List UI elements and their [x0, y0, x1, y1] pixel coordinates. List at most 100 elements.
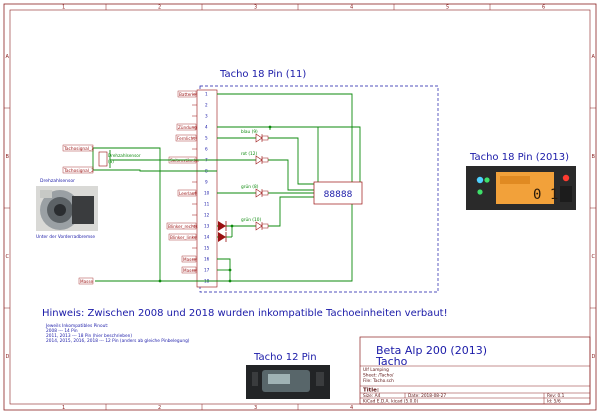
net-label-blinker-links: Blinker_links — [170, 235, 196, 240]
pin-number: 6 — [205, 147, 208, 152]
title-block-id: Id: 5/6 — [547, 399, 561, 405]
led-gruen-2: grün (10) — [241, 217, 269, 231]
photo-sensor-caption: Drehzahlsensor — [40, 178, 75, 184]
pin-number: 17 — [204, 268, 210, 273]
junction-dots — [158, 125, 272, 283]
net-label-box — [181, 266, 197, 274]
net-label-box — [78, 277, 94, 285]
pin-number: 1 — [205, 92, 208, 97]
frame-number: 5 — [446, 5, 449, 11]
pin-number: 4 — [205, 125, 208, 130]
resistor-symbol — [261, 135, 269, 141]
net-label-tachosignal-2: Tachosignal_2 — [63, 168, 94, 174]
led-gruen-1: grün (8) — [241, 184, 269, 198]
frame-number: 1 — [62, 5, 65, 11]
pin-number: 3 — [205, 114, 208, 119]
net-label-box — [177, 90, 197, 98]
title-block-sub-title: Tacho — [375, 355, 408, 368]
sensor-label: Drehzahlsensor — [108, 153, 141, 158]
net-label-masse: Masse — [183, 257, 197, 262]
display-text: 88888 — [324, 190, 353, 200]
led-gruen-label: grün (10) — [241, 217, 261, 223]
net-label-box — [177, 189, 197, 197]
sensor-ref: (S) — [108, 159, 114, 164]
resistor-symbol — [261, 223, 269, 229]
net-label-masse-left: Masse — [80, 279, 94, 284]
diode-symbol — [218, 221, 226, 231]
diode-symbol — [255, 188, 263, 198]
frame-top-numbers: 1 2 3 4 5 6 — [62, 5, 545, 11]
frame-letter: C — [592, 254, 596, 260]
diode-symbol — [255, 221, 263, 231]
pin-number: 2 — [205, 103, 208, 108]
photo-tacho-2013: 0 1 — [466, 166, 576, 210]
wires — [92, 93, 361, 282]
pinout-note-line: Jeweils Inkompatibles Pinout: — [45, 323, 109, 329]
frame-number: 3 — [254, 405, 257, 411]
lcd-text: 0 1 — [533, 187, 558, 203]
title-block-fields: Ulf Lamping Sheet: /Tacho/ File: Tacho.s… — [363, 367, 565, 405]
frame-outer — [3, 3, 597, 411]
frame-bottom-numbers: 1 2 3 4 — [62, 405, 353, 411]
net-label-masse: Masse — [183, 268, 197, 273]
title-block-company: Ulf Lamping — [363, 367, 389, 373]
sensor-net-labels: Tachosignal_1 Tachosignal_2 — [62, 144, 94, 174]
frame-number: 4 — [350, 405, 353, 411]
net-label-box — [62, 144, 94, 152]
hinweis-note: Hinweis: Zwischen 2008 und 2018 wurden i… — [42, 308, 448, 319]
net-label-box — [62, 166, 94, 174]
title-block-title-label: Title: — [363, 388, 379, 394]
pin-number: 12 — [204, 213, 210, 218]
net-label-blinker-rechts: Blinker_rechts — [168, 224, 198, 229]
tacho18-title: Tacho 18 Pin (11) — [219, 69, 306, 80]
title-block-size: Size: A4 — [363, 393, 381, 399]
frame-letter: D — [592, 354, 596, 360]
frame-letter: A — [592, 54, 596, 60]
frame-number: 2 — [158, 5, 161, 11]
frame-number: 6 — [542, 5, 545, 11]
pinout-notes: Jeweils Inkompatibles Pinout: 2008 --- 1… — [45, 323, 190, 344]
pin-number: 11 — [204, 202, 210, 207]
diode-symbol — [218, 232, 226, 242]
pin-number: 15 — [204, 246, 210, 251]
indicator-red — [562, 174, 570, 182]
tacho2013-title: Tacho 18 Pin (2013) — [469, 152, 569, 163]
pin-number: 16 — [204, 257, 210, 262]
frame-letter: A — [6, 54, 10, 60]
net-label-box — [175, 134, 197, 142]
diode-symbol — [255, 155, 263, 165]
title-block-main-title: Beta Alp 200 (2013) — [376, 344, 487, 357]
pinout-note-line: 2011, 2013 --- 18 Pin (hier beschrieben) — [46, 333, 132, 339]
pin-number: 5 — [205, 136, 208, 141]
pin-number: 9 — [205, 180, 208, 185]
led-blau-label: blau (9) — [241, 129, 258, 135]
diode-symbol — [255, 133, 263, 143]
frame-letter: B — [6, 154, 10, 160]
frame-letter: B — [592, 154, 596, 160]
pin-number: 13 — [204, 224, 210, 229]
connector-pin-stubs — [192, 93, 197, 282]
frame-number: 1 — [62, 405, 65, 411]
frame-number: 3 — [254, 5, 257, 11]
net-label-leerlauf: Leerlauf — [179, 191, 197, 196]
frame-inner — [9, 9, 591, 405]
title-block-kicad: KiCad E.D.A. kicad (5.0.0) — [363, 399, 418, 405]
net-label-tachosignal-1: Tachosignal_1 — [63, 146, 94, 152]
net-labels: Batterie Zündung Fernlicht Seitenständer… — [78, 90, 200, 285]
frame-side-letters: A B C D A B C D — [6, 54, 596, 360]
frame-letter: C — [6, 254, 10, 260]
display-88888 — [313, 181, 363, 205]
net-label-box — [181, 255, 197, 263]
frame-number: 2 — [158, 405, 161, 411]
pinout-note-line: 2008 --- 14 Pin — [46, 328, 78, 334]
indicator-green — [477, 189, 483, 195]
indicator-blue — [476, 176, 484, 184]
tacho12-title: Tacho 12 Pin — [253, 352, 317, 363]
pinout-note-line: 2014, 2015, 2016, 2018 --- 12 Pin (ander… — [46, 338, 190, 344]
net-label-box — [168, 233, 197, 241]
title-block-file: File: Tacho.sch — [363, 378, 394, 384]
led-blau: blau (9) — [241, 129, 269, 143]
led-rot: rot (12) — [241, 151, 269, 165]
